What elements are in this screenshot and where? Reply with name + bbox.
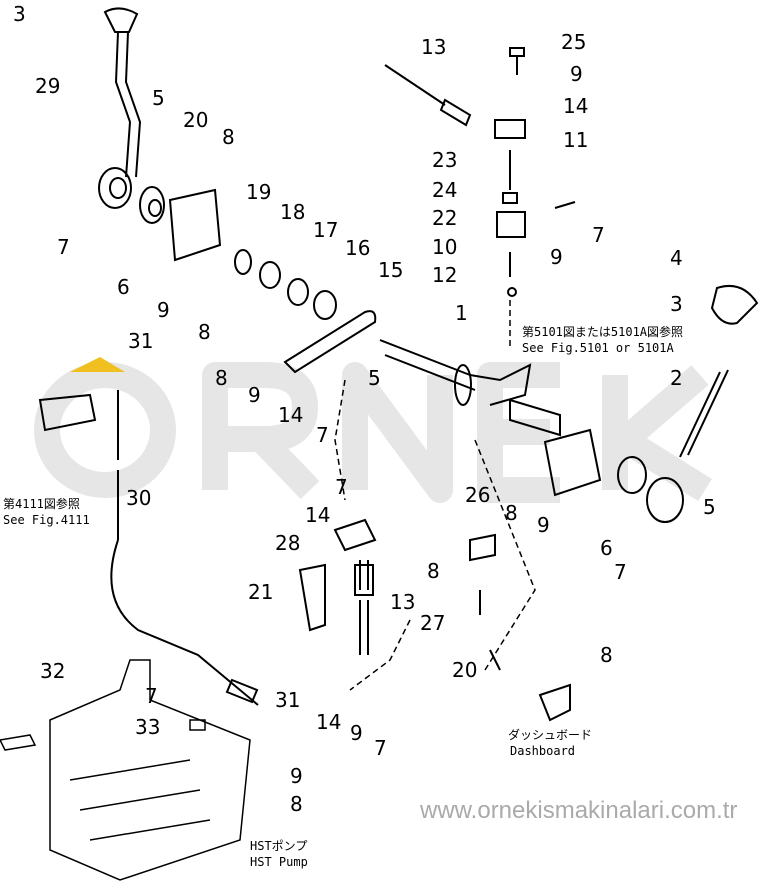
fig4111-note-jp: 第4111図参照 <box>3 497 80 511</box>
callout: 8 <box>215 366 228 390</box>
callout: 31 <box>128 329 154 353</box>
callout: 13 <box>421 35 447 59</box>
callout: 9 <box>157 298 170 322</box>
callout: 9 <box>290 764 303 788</box>
callout: 8 <box>222 125 235 149</box>
dashboard-label-jp: ダッシュボード <box>508 728 593 742</box>
callout: 21 <box>248 580 274 604</box>
callout: 14 <box>563 94 589 118</box>
callout: 9 <box>570 62 583 86</box>
callout: 5 <box>368 366 381 390</box>
callout: 7 <box>145 684 158 708</box>
callout: 7 <box>374 736 387 760</box>
callout: 7 <box>57 235 70 259</box>
callout: 32 <box>40 659 66 683</box>
callout: 3 <box>13 2 26 26</box>
callout: 8 <box>427 559 440 583</box>
callout: 8 <box>505 501 518 525</box>
left-control-lever <box>98 7 377 374</box>
watermark-mark <box>70 357 125 372</box>
callout: 30 <box>126 486 152 510</box>
callout: 5 <box>152 86 165 110</box>
callout: 15 <box>378 258 404 282</box>
callout: 8 <box>600 643 613 667</box>
callout: 33 <box>135 715 161 739</box>
callout: 9 <box>350 721 363 745</box>
callout: 1 <box>455 301 468 325</box>
callout: 10 <box>432 235 458 259</box>
callout: 9 <box>550 245 563 269</box>
callout: 24 <box>432 178 458 202</box>
callout: 31 <box>275 688 301 712</box>
callout: 11 <box>563 128 589 152</box>
fig5101-note-jp: 第5101図または5101A図参照 <box>522 325 684 339</box>
fig4111-note-en: See Fig.4111 <box>3 513 90 527</box>
upper-cable-13 <box>384 47 576 297</box>
callout: 18 <box>280 200 306 224</box>
callout: 19 <box>246 180 272 204</box>
callout: 7 <box>592 223 605 247</box>
callout: 7 <box>316 423 329 447</box>
fig5101-note-en: See Fig.5101 or 5101A <box>522 341 674 355</box>
callout: 6 <box>600 536 613 560</box>
callout: 6 <box>117 275 130 299</box>
dashboard-label-en: Dashboard <box>510 744 576 758</box>
bracket-assembly <box>298 518 571 722</box>
callout: 22 <box>432 206 458 230</box>
callout: 26 <box>465 483 491 507</box>
callout: 9 <box>537 513 550 537</box>
callout: 7 <box>614 560 627 584</box>
callout: 12 <box>432 263 458 287</box>
callout: 27 <box>420 611 446 635</box>
watermark-url: www.ornekismakinalari.com.tr <box>420 797 738 824</box>
callout: 14 <box>316 710 342 734</box>
callout: 5 <box>703 495 716 519</box>
callout: 20 <box>452 658 478 682</box>
callout: 25 <box>561 30 587 54</box>
pump-label-jp: HSTポンプ <box>250 839 308 853</box>
callout: 3 <box>670 292 683 316</box>
callout: 17 <box>313 218 339 242</box>
callout: 29 <box>35 74 61 98</box>
callout: 16 <box>345 236 371 260</box>
callout: 23 <box>432 148 458 172</box>
callout: 8 <box>198 320 211 344</box>
callout: 2 <box>670 366 683 390</box>
lower-cable-30 <box>38 390 259 706</box>
pump-label-en: HST Pump <box>250 855 308 869</box>
leader-lines <box>334 300 536 691</box>
callout: 20 <box>183 108 209 132</box>
hst-pump <box>0 659 251 881</box>
callout: 28 <box>275 531 301 555</box>
callout: 13 <box>390 590 416 614</box>
callout: 14 <box>278 403 304 427</box>
control-shaft <box>379 339 561 437</box>
right-control-lever <box>543 284 759 523</box>
callout: 14 <box>305 503 331 527</box>
callout: 8 <box>290 792 303 816</box>
callout: 4 <box>670 246 683 270</box>
callout: 7 <box>335 475 348 499</box>
callout: 9 <box>248 383 261 407</box>
